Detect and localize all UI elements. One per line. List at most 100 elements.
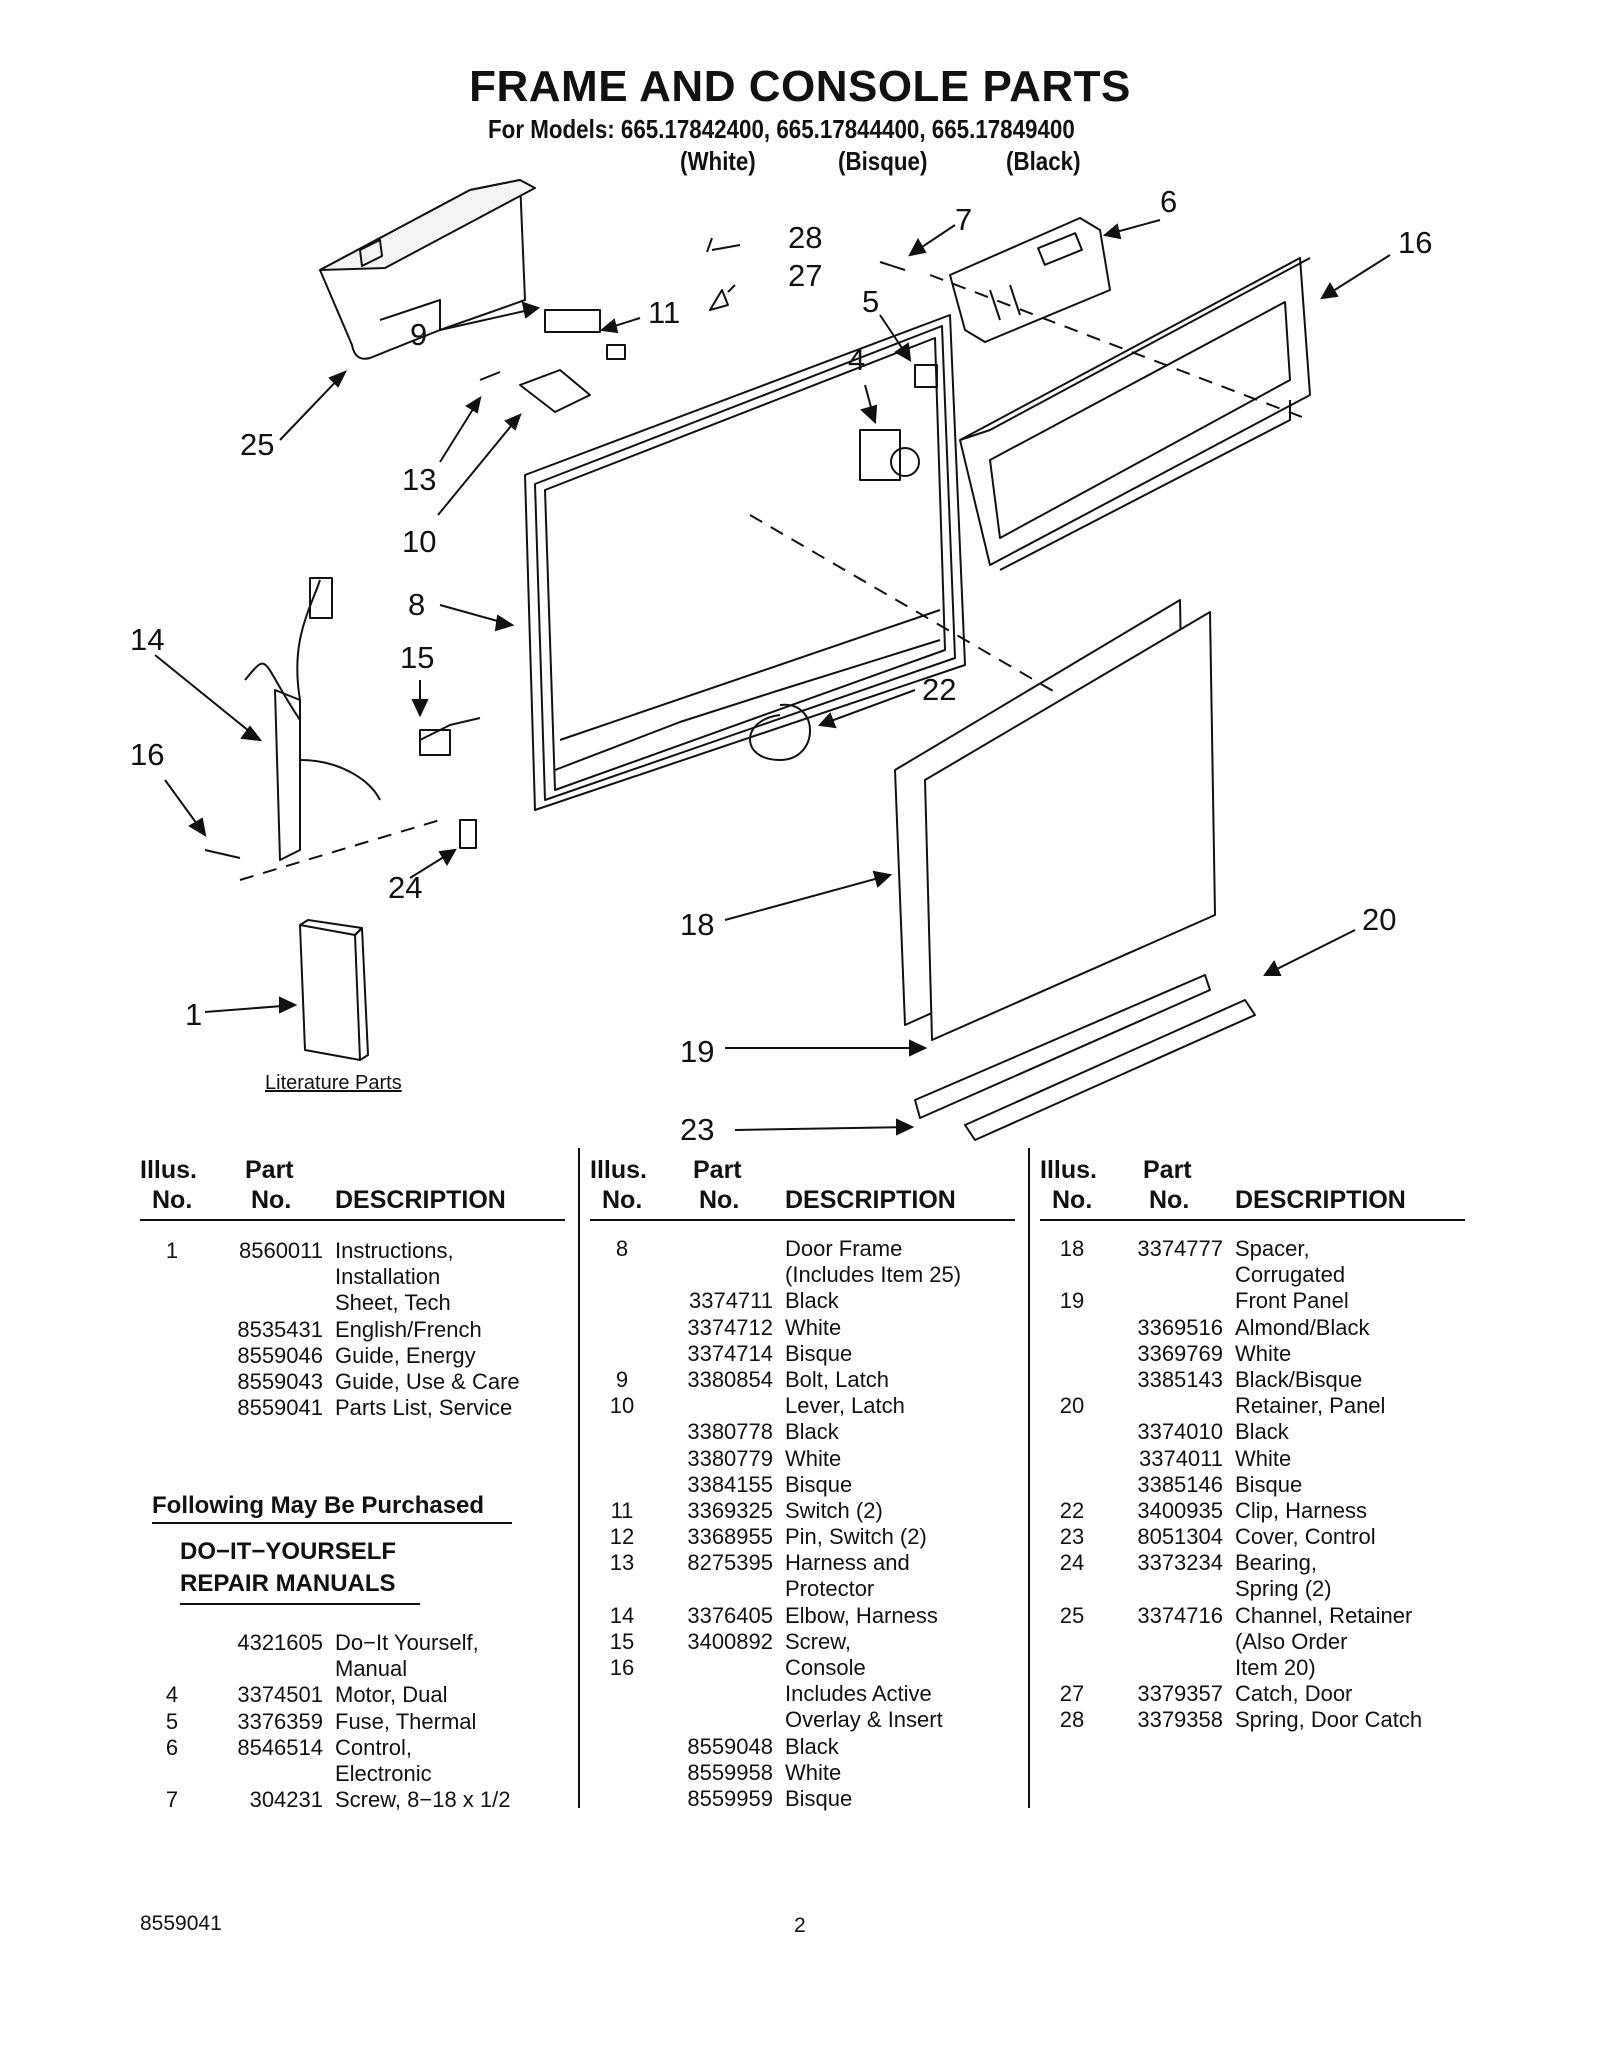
table-row: Overlay & Insert xyxy=(590,1707,1020,1733)
part-description: Installation xyxy=(335,1264,441,1290)
models-line: For Models: 665.17842400, 665.17844400, … xyxy=(488,114,1075,144)
part-no: 3384155 xyxy=(687,1471,773,1497)
part-no: 3380779 xyxy=(687,1445,773,1471)
illus-no: 28 xyxy=(1059,1707,1085,1733)
part-no: 3385146 xyxy=(1137,1471,1223,1497)
header-rule-3 xyxy=(1040,1219,1465,1221)
part-description: White xyxy=(1235,1445,1292,1471)
part-description: Bisque xyxy=(785,1340,853,1366)
illus-no: 14 xyxy=(609,1602,635,1628)
part-description: White xyxy=(785,1445,842,1471)
part-description: Overlay & Insert xyxy=(785,1707,943,1733)
door-catch-part xyxy=(709,289,729,311)
callout-24: 24 xyxy=(388,870,422,905)
latch-bolt-part xyxy=(544,309,601,333)
callout-15: 16 xyxy=(130,737,164,772)
callout-19: 19 xyxy=(680,1034,714,1069)
header-rule-1 xyxy=(140,1219,565,1221)
part-description: (Also Order xyxy=(1235,1628,1348,1654)
literature-parts-label: Literature Parts xyxy=(265,1072,402,1094)
part-no: 3374711 xyxy=(688,1288,773,1314)
part-description: Bisque xyxy=(785,1471,853,1497)
part-no: 3369516 xyxy=(1137,1314,1223,1340)
part-no: 3400892 xyxy=(687,1628,773,1654)
part-description: Corrugated xyxy=(1235,1262,1346,1288)
part-no: 8559043 xyxy=(237,1368,323,1394)
part-no: 8535431 xyxy=(237,1316,323,1342)
table-row: Corrugated xyxy=(1040,1262,1470,1288)
illus-no: 24 xyxy=(1059,1550,1085,1576)
part-no: 3376359 xyxy=(237,1708,323,1734)
part-no: 8559046 xyxy=(237,1342,323,1368)
illus-no: 27 xyxy=(1059,1681,1085,1707)
part-description: Control, xyxy=(335,1734,413,1760)
motor-knob xyxy=(890,447,920,477)
part-no: 3374714 xyxy=(687,1340,773,1366)
part-description: White xyxy=(785,1314,842,1340)
callout-25: 23 xyxy=(680,1112,714,1147)
table-row: Item 20) xyxy=(1040,1655,1470,1681)
illus-no: 22 xyxy=(1059,1497,1085,1523)
part-description: Do−It Yourself, xyxy=(335,1630,479,1655)
callout-12: 13 xyxy=(402,462,436,497)
part-description: Electronic xyxy=(335,1760,432,1786)
part-description: White xyxy=(785,1759,842,1785)
part-description: Channel, Retainer xyxy=(1235,1602,1413,1628)
literature-part xyxy=(299,924,361,1061)
part-no: 3379358 xyxy=(1137,1707,1223,1733)
part-description: Black xyxy=(1235,1419,1289,1445)
callout-5: 5 xyxy=(862,284,879,319)
part-no: 3374501 xyxy=(237,1682,323,1708)
column-divider-1 xyxy=(578,1148,580,1808)
diy-rule xyxy=(180,1603,420,1605)
callout-8: 8 xyxy=(408,587,425,622)
column-divider-2 xyxy=(1028,1148,1030,1808)
latch-lever-part xyxy=(519,369,591,413)
harness-clip-part xyxy=(749,703,811,761)
panel-retainer-part xyxy=(964,999,1256,1141)
part-description: Clip, Harness xyxy=(1235,1497,1368,1523)
elbow-body xyxy=(419,729,451,756)
electronic-control-part xyxy=(949,217,1111,343)
callout-14: 15 xyxy=(400,640,434,675)
harness-part xyxy=(244,577,381,861)
part-no: 3385143 xyxy=(1137,1366,1223,1392)
hdr-desc-2: DESCRIPTION xyxy=(785,1186,956,1214)
table-row: (Includes Item 25) xyxy=(590,1262,1020,1288)
illus-no: 13 xyxy=(609,1550,635,1576)
part-description: Instructions, xyxy=(335,1238,454,1263)
callout-20: 20 xyxy=(1362,902,1396,937)
callout-7: 7 xyxy=(955,202,972,237)
part-description: Fuse, Thermal xyxy=(335,1708,477,1734)
callout-10: 10 xyxy=(402,524,436,559)
part-no: 3380854 xyxy=(687,1366,773,1392)
part-description: Screw, xyxy=(785,1628,852,1654)
page-title: FRAME AND CONSOLE PARTS xyxy=(469,62,1131,111)
part-description: Manual xyxy=(335,1656,408,1682)
part-description: Bearing, xyxy=(1235,1550,1317,1576)
